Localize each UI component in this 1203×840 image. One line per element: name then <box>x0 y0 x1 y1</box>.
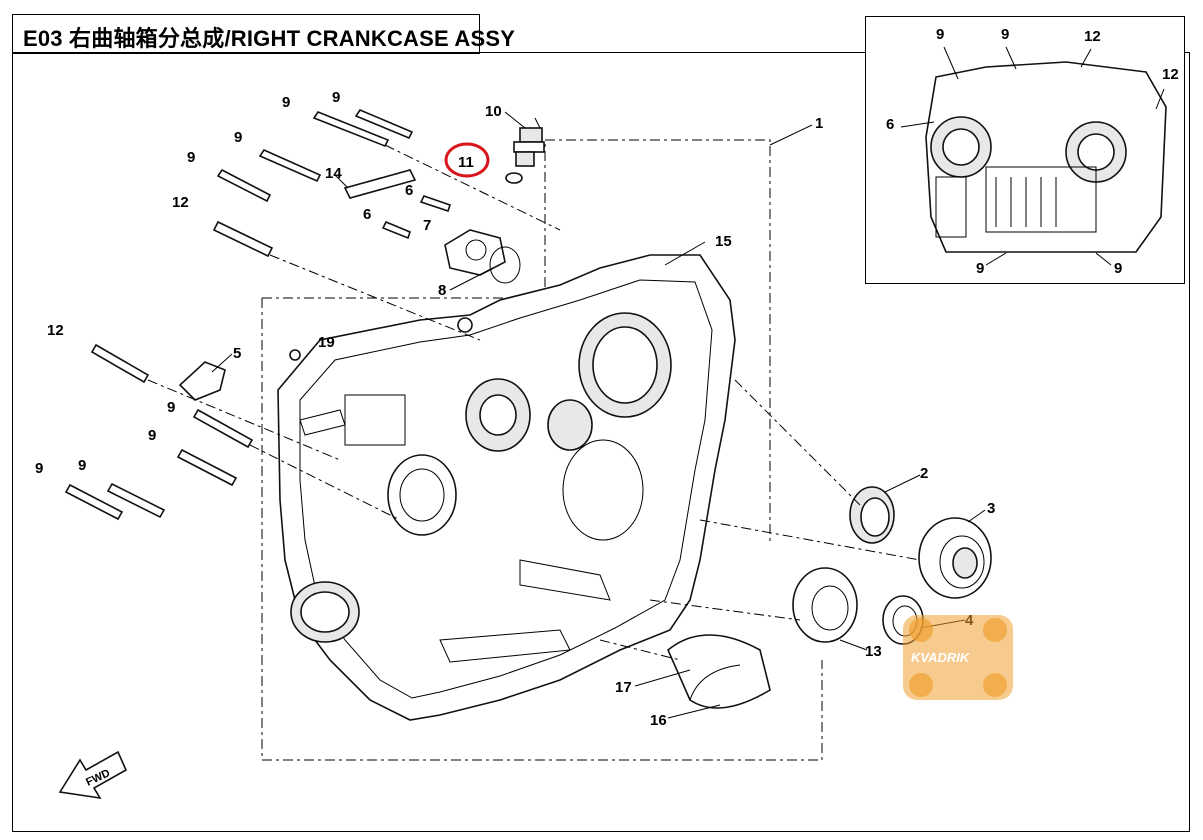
callout-9a: 9 <box>282 94 290 111</box>
callout-9b: 9 <box>332 89 340 106</box>
watermark-logo: KVADRIK <box>893 610 1023 705</box>
explode-lines <box>147 144 921 661</box>
callout-9c: 9 <box>234 129 242 146</box>
inset-callout-12b: 12 <box>1162 66 1179 83</box>
callout-10: 10 <box>485 103 502 120</box>
fwd-arrow: FWD <box>58 750 128 800</box>
o-ring-8 <box>489 246 521 284</box>
inset-drawing: 9 9 12 12 6 9 9 <box>886 26 1179 277</box>
inset-callout-9b: 9 <box>1001 26 1009 43</box>
assembly-boundary-main <box>261 298 823 761</box>
dowel-19 <box>289 349 301 361</box>
watermark-graphic <box>903 615 1013 700</box>
callout-3: 3 <box>987 500 995 517</box>
bearing-3 <box>918 517 992 599</box>
callout-2: 2 <box>920 465 928 482</box>
callout-5: 5 <box>233 345 241 362</box>
switch-10 <box>513 117 545 167</box>
plate-14 <box>343 169 417 199</box>
assembly-boundary-upper <box>262 139 771 545</box>
inset-callout-9c: 9 <box>976 260 984 277</box>
callout-9f: 9 <box>148 427 156 444</box>
callout-6b: 6 <box>363 206 371 223</box>
washer-11 <box>505 172 523 184</box>
highlight-circle <box>444 142 490 178</box>
callout-9e: 9 <box>167 399 175 416</box>
callout-9d: 9 <box>187 149 195 166</box>
callout-12b: 12 <box>47 322 64 339</box>
callout-7: 7 <box>423 217 431 234</box>
callout-14: 14 <box>325 165 342 182</box>
callout-12a: 12 <box>172 194 189 211</box>
callout-17: 17 <box>615 679 632 696</box>
callout-6a: 6 <box>405 182 413 199</box>
right-crankcase <box>277 254 736 721</box>
inset-callout-6: 6 <box>886 116 894 133</box>
watermark-brand: KVADRIK <box>911 650 970 665</box>
callout-11: 11 <box>458 154 474 171</box>
callout-8: 8 <box>438 282 446 299</box>
bolts <box>64 109 452 521</box>
title-box: E03 右曲轴箱分总成/RIGHT CRANKCASE ASSY <box>12 14 515 54</box>
diagram-frame <box>12 52 1190 832</box>
inset-callout-9d: 9 <box>1114 260 1122 277</box>
oil-seal-2 <box>849 486 895 544</box>
bracket-5 <box>178 361 226 401</box>
bearing-13 <box>792 567 858 643</box>
inset-view: 9 9 12 12 6 9 9 <box>865 16 1185 284</box>
bushing-16-17 <box>667 634 771 709</box>
callout-9h: 9 <box>78 457 86 474</box>
callout-15: 15 <box>715 233 732 250</box>
diagram-title: E03 右曲轴箱分总成/RIGHT CRANKCASE ASSY <box>23 26 516 51</box>
callout-13: 13 <box>865 643 882 660</box>
callout-9g: 9 <box>35 460 43 477</box>
cover-7 <box>444 229 506 276</box>
inset-callout-9a: 9 <box>936 26 944 43</box>
callout-1: 1 <box>815 115 823 132</box>
inset-callout-12a: 12 <box>1084 28 1101 45</box>
callout-16: 16 <box>650 712 667 729</box>
callout-19: 19 <box>318 334 335 351</box>
